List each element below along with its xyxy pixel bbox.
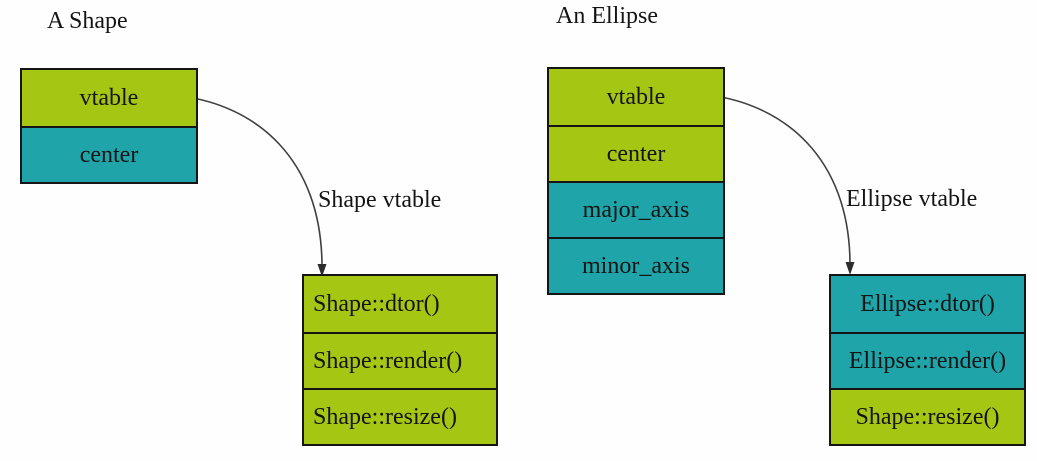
ellipse-field-vtable: vtable (549, 69, 723, 125)
shape-object-box: vtable center (20, 68, 198, 184)
shape-field-vtable: vtable (22, 70, 196, 126)
shape-vtable-label: Shape vtable (318, 187, 442, 213)
shape-object-title: A Shape (47, 8, 128, 34)
shape-vtable-arrow (179, 95, 327, 277)
ellipse-field-major-axis: major_axis (549, 181, 723, 237)
ellipse-vtable-box: Ellipse::dtor() Ellipse::render() Shape:… (829, 274, 1026, 446)
ellipse-field-center: center (549, 125, 723, 181)
ellipse-field-minor-axis: minor_axis (549, 237, 723, 293)
shape-vtable-box: Shape::dtor() Shape::render() Shape::res… (302, 274, 498, 446)
shape-vtable-entry-dtor: Shape::dtor() (304, 276, 496, 332)
ellipse-vtable-arrow (707, 94, 855, 275)
ellipse-vtable-entry-resize: Shape::resize() (831, 388, 1024, 444)
shape-field-center: center (22, 126, 196, 182)
ellipse-object-title: An Ellipse (556, 3, 658, 29)
shape-vtable-entry-render: Shape::render() (304, 332, 496, 388)
ellipse-vtable-entry-dtor: Ellipse::dtor() (831, 276, 1024, 332)
ellipse-vtable-label: Ellipse vtable (846, 186, 978, 212)
shape-vtable-entry-resize: Shape::resize() (304, 388, 496, 444)
ellipse-object-box: vtable center major_axis minor_axis (547, 67, 725, 295)
ellipse-vtable-entry-render: Ellipse::render() (831, 332, 1024, 388)
